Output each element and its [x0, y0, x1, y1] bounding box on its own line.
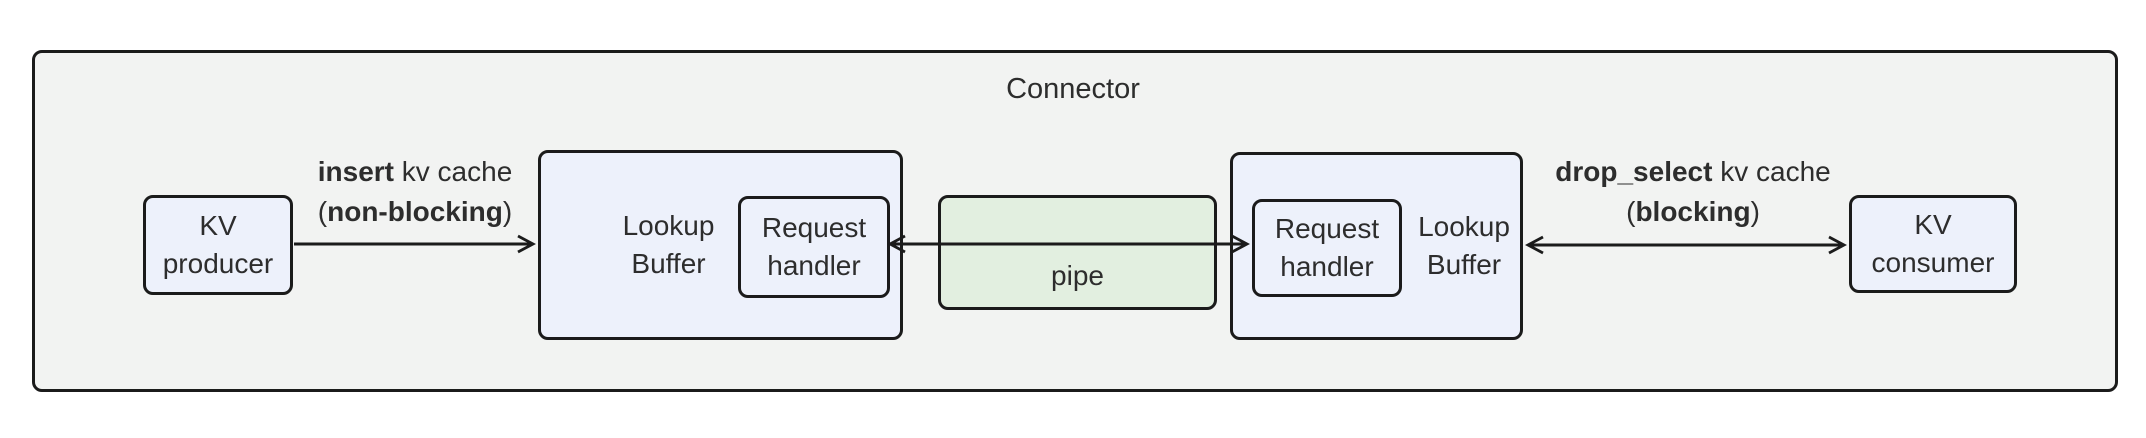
insert-edge-label-line2: (non-blocking): [317, 196, 513, 227]
connector-title: Connector: [1006, 73, 1140, 105]
lookup-buffer-left-label: Lookup Buffer: [622, 210, 715, 279]
pipe-label: pipe: [1051, 260, 1104, 291]
request-handler-left-label: Request handler: [761, 212, 867, 281]
kv-producer-node: KV producer: [143, 195, 293, 295]
kv-producer-label: KV producer: [162, 210, 274, 279]
kv-consumer-node: KV consumer: [1849, 195, 2017, 293]
drop-select-edge-label-line1: drop_select kv cache: [1555, 156, 1831, 187]
pipe-node: pipe: [938, 195, 1217, 310]
insert-edge-label: insert kv cache (non-blocking): [263, 152, 567, 232]
lookup-buffer-right-node: Request handler Lookup Buffer: [1230, 152, 1523, 340]
kv-consumer-label: KV consumer: [1871, 209, 1995, 278]
drop-select-edge-label: drop_select kv cache (blocking): [1533, 152, 1853, 232]
lookup-buffer-right-label: Lookup Buffer: [1418, 211, 1510, 280]
insert-edge-label-line1: insert kv cache: [317, 156, 513, 187]
request-handler-right-node: Request handler: [1252, 199, 1402, 297]
drop-select-edge-label-line2: (blocking): [1626, 196, 1760, 227]
request-handler-left-node: Request handler: [738, 196, 890, 298]
request-handler-right-label: Request handler: [1274, 213, 1380, 282]
lookup-buffer-left-node: Lookup Buffer Request handler: [538, 150, 903, 340]
